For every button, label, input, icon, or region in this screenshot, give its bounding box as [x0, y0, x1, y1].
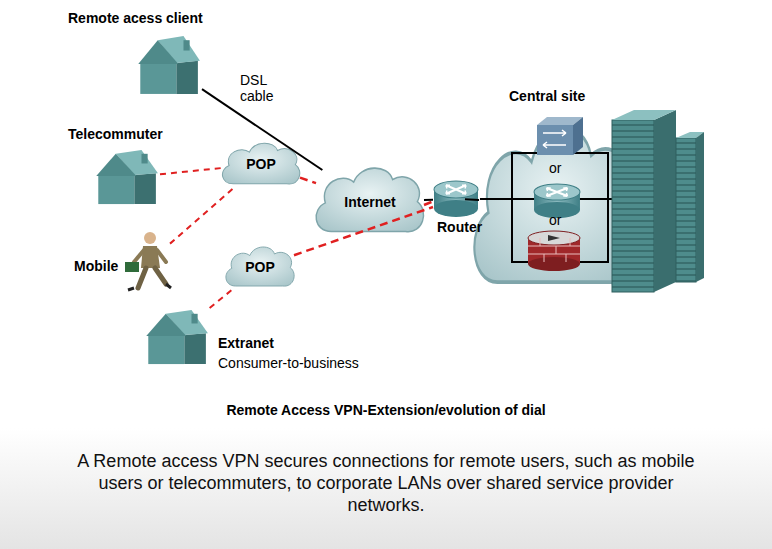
cloud-node: Central site	[465, 88, 645, 298]
house-node: ExtranetConsumer-to-business	[138, 308, 378, 380]
person-node: Mobile	[74, 230, 170, 296]
edge-label: DSL cable	[238, 72, 282, 104]
router-node: Router	[432, 178, 486, 238]
node-label: Internet	[344, 194, 395, 211]
node-label: POP	[246, 156, 276, 173]
node-label: Central site	[509, 88, 585, 105]
node-label: Telecommuter	[68, 126, 163, 143]
node-label: Extranet	[218, 335, 274, 352]
or-label: or	[549, 212, 561, 229]
diagram-title: Remote Access VPN-Extension/evolution of…	[0, 402, 772, 419]
node-label: POP	[245, 259, 275, 276]
vpn-tunnel-line	[170, 186, 236, 244]
node-label: Mobile	[74, 258, 118, 275]
cloud-node: Internet	[316, 170, 424, 234]
link-line	[465, 198, 479, 201]
or-label: or	[549, 160, 561, 177]
link-line	[424, 199, 433, 201]
caption-text: A Remote access VPN secures connections …	[76, 450, 696, 516]
vpn-tunnel-line	[294, 207, 433, 255]
cloud-node: POP	[222, 142, 300, 186]
house-node: Telecommuter	[68, 126, 168, 208]
house-node: Remote acess client	[68, 10, 218, 98]
node-label: Remote acess client	[68, 10, 203, 27]
cloud-node: POP	[226, 246, 294, 288]
node-label: Router	[437, 219, 482, 236]
vpn-tunnel-line	[210, 288, 235, 308]
vpn-tunnel-line	[300, 178, 316, 184]
vpn-tunnel-line	[160, 168, 222, 174]
node-label: Consumer-to-business	[218, 355, 359, 372]
